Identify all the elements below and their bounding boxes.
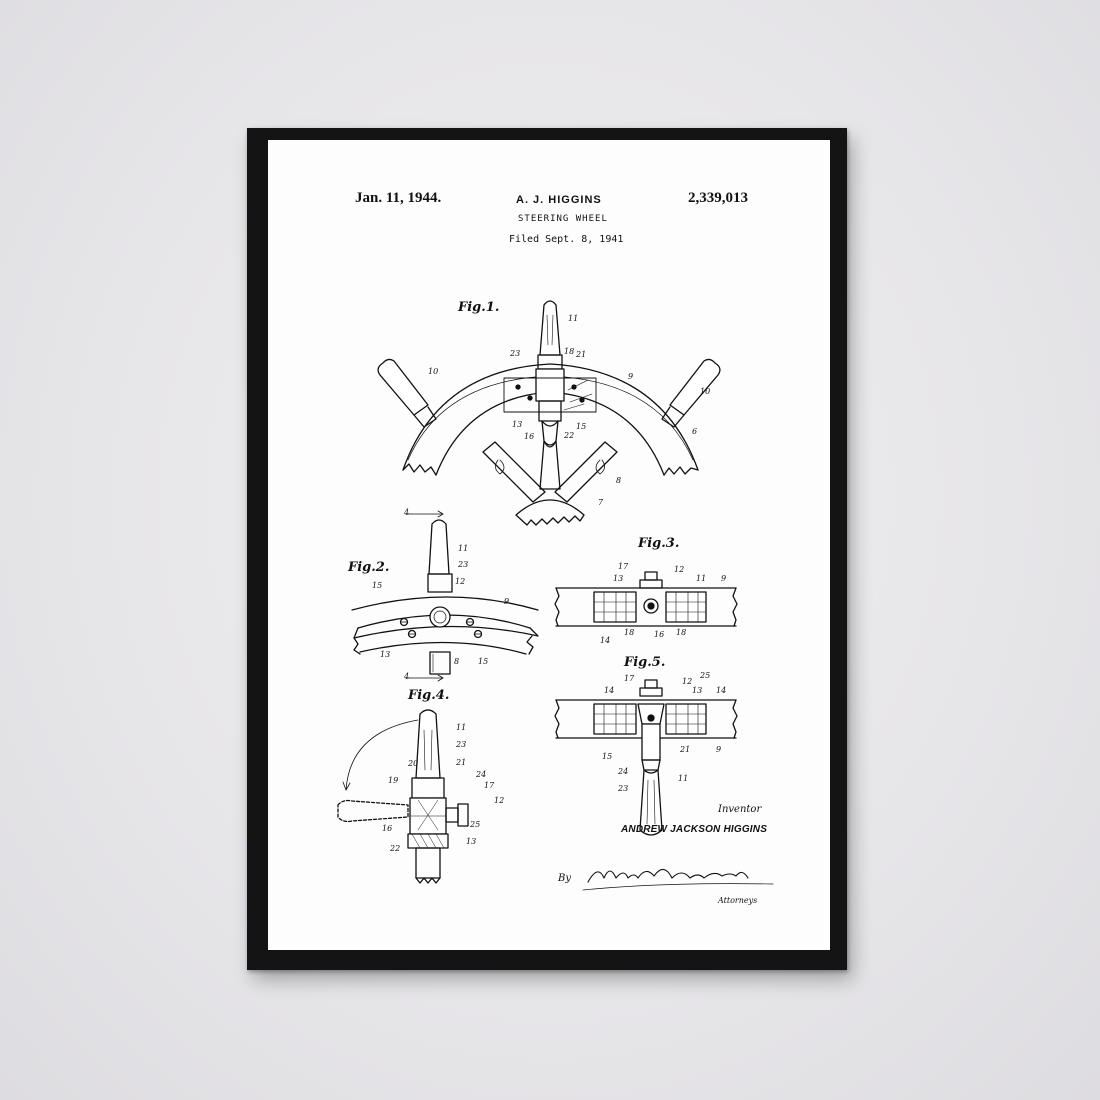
ref-label: 11	[696, 574, 707, 583]
ref-label: 22	[390, 844, 401, 853]
fig5-drawing	[554, 679, 738, 836]
ref-label: 21	[576, 350, 587, 359]
ref-label: 17	[618, 562, 629, 571]
ref-label: 13	[380, 650, 391, 659]
ref-label: 9	[504, 597, 510, 606]
ref-label: 18	[564, 347, 575, 356]
inventor-label: Inventor	[718, 804, 762, 815]
ref-label: 17	[484, 781, 495, 790]
ref-label: 21	[680, 745, 691, 754]
ref-label: 8	[454, 657, 460, 666]
ref-label: 23	[458, 560, 469, 569]
ref-label: 25	[700, 671, 711, 680]
fig4-drawing	[337, 709, 469, 884]
ref-label: 11	[458, 544, 469, 553]
patent-title: STEERING WHEEL	[518, 214, 608, 224]
ref-label: 23	[618, 784, 629, 793]
ref-label: 4	[404, 672, 410, 681]
ref-label: 13	[466, 837, 477, 846]
by-label: By	[558, 873, 571, 884]
ref-label: 25	[470, 820, 481, 829]
ref-label: 18	[676, 628, 687, 637]
ref-label: 24	[476, 770, 487, 779]
ref-label: 12	[674, 565, 685, 574]
ref-label: 13	[512, 420, 523, 429]
ref-label: 23	[510, 349, 521, 358]
ref-label: 14	[600, 636, 611, 645]
ref-label: 14	[716, 686, 727, 695]
ref-label: 9	[628, 372, 634, 381]
fig1-wheel-drawing	[377, 300, 721, 526]
ref-label: 22	[564, 431, 575, 440]
fig3-label: Fig.3.	[638, 536, 680, 551]
ref-label: 24	[618, 767, 629, 776]
fig5-label: Fig.5.	[624, 655, 666, 670]
ref-label: 6	[692, 427, 698, 436]
attorneys-label: Attorneys	[718, 896, 758, 905]
patent-date: Jan. 11, 1944.	[355, 190, 442, 206]
ref-label: 7	[598, 498, 604, 507]
ref-label: 21	[456, 758, 467, 767]
ref-label: 13	[692, 686, 703, 695]
ref-label: 23	[456, 740, 467, 749]
ref-label: 19	[388, 776, 399, 785]
ref-label: 15	[372, 581, 383, 590]
ref-label: 13	[613, 574, 624, 583]
ref-label: 15	[576, 422, 587, 431]
fig4-label: Fig.4.	[408, 688, 450, 703]
ref-label: 11	[678, 774, 689, 783]
ref-label: 16	[382, 824, 393, 833]
ref-label: 14	[604, 686, 615, 695]
inventor-name: ANDREW JACKSON HIGGINS	[621, 824, 768, 835]
fig1-label: Fig.1.	[458, 300, 500, 315]
ref-label: 11	[568, 314, 579, 323]
ref-label: 8	[616, 476, 622, 485]
ref-label: 16	[654, 630, 665, 639]
ref-label: 12	[682, 677, 693, 686]
ref-label: 12	[494, 796, 505, 805]
attorney-signature	[587, 868, 749, 883]
ref-label: 15	[478, 657, 489, 666]
ref-label: 12	[455, 577, 466, 586]
ref-label: 18	[624, 628, 635, 637]
ref-label: 15	[602, 752, 613, 761]
ref-label: 10	[428, 367, 439, 376]
filed-date: Filed Sept. 8, 1941	[509, 234, 624, 245]
inventor-short-name: A. J. HIGGINS	[516, 194, 602, 206]
patent-print: Jan. 11, 1944. A. J. HIGGINS 2,339,013 S…	[268, 140, 830, 950]
ref-label: 20	[408, 759, 419, 768]
ref-label: 11	[456, 723, 467, 732]
patent-number: 2,339,013	[688, 190, 748, 206]
ref-label: 9	[716, 745, 722, 754]
ref-label: 16	[524, 432, 535, 441]
fig3-drawing	[554, 571, 738, 627]
patent-drawings	[337, 300, 774, 891]
ref-label: 9	[721, 574, 727, 583]
ref-label: 4	[404, 508, 410, 517]
fig2-label: Fig.2.	[348, 560, 390, 575]
fig2-drawing	[351, 510, 539, 682]
ref-label: 17	[624, 674, 635, 683]
ref-label: 10	[700, 387, 711, 396]
